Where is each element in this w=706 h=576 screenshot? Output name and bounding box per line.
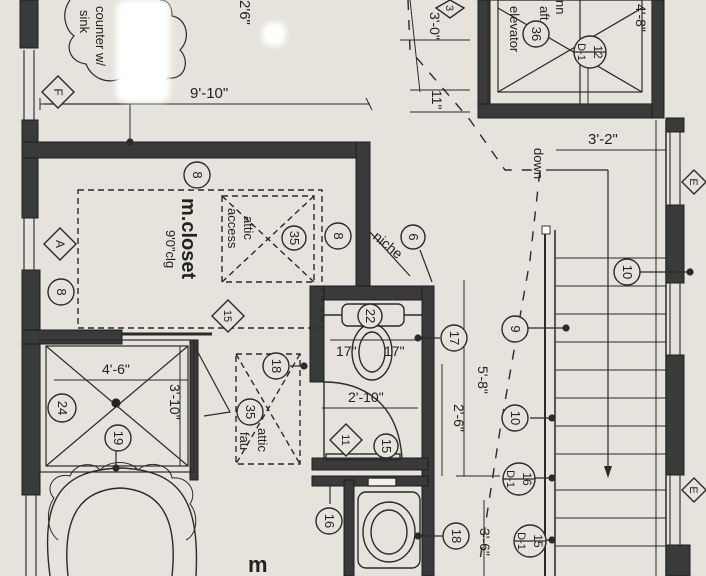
diamond-E-top: E [687, 178, 699, 185]
wall-right-1 [665, 117, 685, 133]
elevator-partial-1: nn [553, 0, 568, 14]
shower [39, 332, 231, 473]
dim-17-left: 17" [336, 343, 357, 359]
tag-numbers: 8 35 8 6 8 18 35 24 19 22 17 15 16 18 9 … [54, 27, 635, 550]
dim-4-8: 4'-8" [633, 4, 649, 32]
tag-18: 18 [269, 359, 284, 373]
tag-35-closet: 35 [287, 231, 302, 245]
attic-fau-line1: attic [255, 428, 270, 452]
attic-access-line2: access [225, 208, 240, 249]
split-tag-12-bottom: D-1 [575, 43, 587, 61]
tag-10-right: 10 [620, 265, 635, 279]
tag-8-left: 8 [54, 288, 69, 295]
tag-9: 9 [508, 325, 523, 332]
wall-sink-left [343, 479, 355, 576]
dim-2-6-mid: 2'-6" [451, 404, 467, 432]
stair-down-label: down [531, 148, 546, 179]
wall-right-2 [665, 204, 685, 284]
tub [46, 462, 198, 576]
wall-elevator-bottom [477, 103, 659, 119]
attic-boxes [77, 189, 323, 465]
diamond-labels: F A 15 11 3 E E [51, 5, 699, 494]
dim-2-10: 2'-10" [348, 389, 384, 405]
wall-wc-left [309, 285, 325, 383]
counter-label-line1: counter w/ [93, 6, 108, 66]
walls [19, 0, 691, 576]
split-tag-16-top: 16 [520, 472, 534, 486]
windows [23, 50, 681, 576]
dim-3-2: 3'-2" [588, 131, 618, 148]
tag-15: 15 [379, 439, 394, 453]
tag-10-stair: 10 [508, 411, 523, 425]
split-tag-15-top: 15 [531, 534, 545, 548]
diamond-F: F [51, 88, 65, 95]
room-name-m-closet: m.closet [177, 198, 199, 279]
split-tag-12-top: 12 [591, 45, 605, 59]
dim-11: 11" [429, 90, 445, 110]
tag-18-bottom: 18 [449, 529, 464, 543]
wall-wc-top [309, 285, 435, 301]
wall-right-4 [665, 544, 691, 576]
tag-35-fau: 35 [243, 405, 258, 419]
diamond-E-bottom: E [687, 486, 699, 493]
wall-closet-right [355, 141, 371, 293]
diamond-11: 11 [339, 434, 351, 445]
wall-left-mid1 [21, 119, 39, 219]
diamond-A: A [53, 240, 67, 248]
dim-17-right: 17" [384, 343, 405, 359]
ceiling-height: 9'0"clg [163, 230, 178, 268]
stair-arrow-icon [604, 466, 612, 478]
wall-elevator-right [651, 0, 665, 119]
split-tag-16-bottom: D-1 [504, 470, 516, 488]
tag-16: 16 [322, 514, 337, 528]
elevator-label: elevator [507, 6, 522, 53]
tag-24: 24 [55, 401, 70, 415]
dashed-path [407, 0, 541, 561]
tag-19: 19 [111, 431, 126, 445]
wall-wc-right [421, 285, 435, 576]
tag-22: 22 [363, 309, 378, 323]
tag-36: 36 [529, 27, 544, 41]
wall-right-3 [665, 354, 685, 476]
wall-closet-top [21, 141, 371, 159]
wall-left-mid2 [21, 269, 41, 496]
sink [357, 477, 421, 569]
split-tag-dividers [503, 51, 606, 542]
stair [541, 120, 667, 576]
bottom-room-partial: m [248, 552, 268, 576]
attic-access-line1: attic [241, 216, 256, 240]
diamond-tags [41, 0, 706, 503]
wall-closet-bottom [21, 329, 123, 345]
dim-5-8: 5'-8" [475, 366, 491, 394]
tag-8-right: 8 [331, 232, 346, 239]
counter-label-line2: sink [77, 10, 92, 34]
tag-6: 6 [406, 233, 421, 240]
elevator-partial-2: aft [537, 6, 552, 21]
wall-sink-top [311, 457, 429, 471]
tag-8-top: 8 [190, 171, 205, 178]
dim-3-10: 3'-10" [167, 384, 183, 420]
labels: m.closet 9'0"clg attic access attic fau … [77, 0, 649, 576]
dim-4-6: 4'-6" [102, 361, 130, 377]
redaction-blur [116, 0, 286, 102]
tag-circles [47, 20, 641, 558]
diamond-3: 3 [443, 5, 455, 11]
dim-9-10: 9'-10" [190, 85, 228, 102]
wall-left-top [19, 0, 39, 49]
dim-2-6-top: 2'6" [236, 0, 253, 25]
diamond-15: 15 [221, 310, 233, 322]
dim-3-6: 3'-6" [477, 528, 493, 556]
dim-3-0: 3'-0" [427, 12, 443, 40]
tag-17: 17 [447, 331, 462, 345]
split-tag-15-bottom: D-1 [515, 532, 527, 550]
attic-fau-line2: fau [237, 432, 252, 450]
